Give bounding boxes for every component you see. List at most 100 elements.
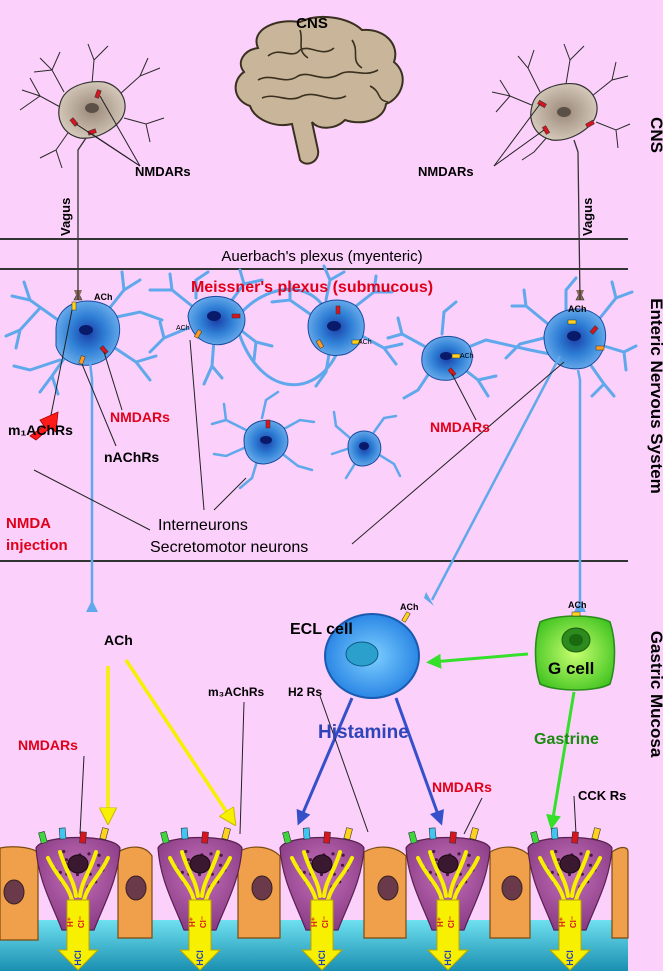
m3achr-receptor <box>343 827 353 841</box>
secretomotor-label: Secretomotor neurons <box>150 539 308 556</box>
epithelial-nucleus <box>3 879 25 905</box>
pointer-h2rs <box>319 695 369 833</box>
cl-minus-label: Cl⁻ <box>77 916 86 928</box>
parietal-nucleus <box>437 854 459 874</box>
nmdar-receptor <box>447 367 457 377</box>
hcl-arrow <box>300 899 344 971</box>
parietal-canaliculi <box>168 850 232 902</box>
parietal-cell-body <box>279 836 365 931</box>
nmdar-receptor <box>201 831 209 844</box>
cns-neuron-left <box>19 43 165 301</box>
ens-ach-left-label: ACh <box>94 292 113 302</box>
auerbach-plexus-label: Auerbach's plexus (myenteric) <box>221 248 422 265</box>
m3achr-receptor <box>221 827 231 841</box>
ens-neuron-center-right <box>386 300 552 400</box>
hcl-arrow <box>56 899 100 971</box>
achr-receptor <box>401 611 411 623</box>
cns-neuron-right <box>491 43 631 301</box>
nmda-injection-arrow <box>29 411 59 441</box>
parietal-cell: H⁺Cl⁻HCl <box>157 827 243 971</box>
parietal-nucleus <box>311 854 333 874</box>
pointer-interneurons-a <box>189 339 205 511</box>
mucosa-ach-label: ACh <box>104 632 133 648</box>
nmda-injection-label-line2: injection <box>6 537 68 554</box>
nmdar-receptor <box>99 345 109 355</box>
nachr-receptor <box>315 339 325 349</box>
ens-neuron-lower-left <box>210 390 316 490</box>
hcl-label: HCl <box>317 950 327 966</box>
cckr-receptor <box>530 831 540 844</box>
cckr-receptor <box>160 831 170 844</box>
h-plus-label: H⁺ <box>436 917 445 927</box>
mucosa-nmdars-left-label: NMDARs <box>18 737 78 753</box>
ens-ach-small-1: ACh <box>176 325 190 332</box>
nmdar-receptor <box>231 313 241 319</box>
parietal-cell: H⁺Cl⁻HCl <box>279 827 365 971</box>
ach-arrow-diagonal <box>124 659 232 820</box>
ach-terminal-right <box>574 600 586 612</box>
h2r-receptor <box>302 827 311 840</box>
g-ach-label: ACh <box>568 600 587 610</box>
nachr-receptor <box>78 355 86 365</box>
achr-receptor <box>451 353 461 359</box>
nmdar-receptor <box>449 831 457 844</box>
nmdar-receptor <box>265 419 271 429</box>
achr-receptor <box>571 611 581 617</box>
vagus-right-label: Vagus <box>580 198 595 236</box>
epithelial-nucleus <box>377 875 399 901</box>
nmdar-receptor <box>585 119 595 129</box>
h2r-receptor <box>58 827 67 840</box>
mucosa-nmdars-mid-label: NMDARs <box>432 779 492 795</box>
parietal-cell: H⁺Cl⁻ HCl <box>35 827 121 971</box>
brain-label: CNS <box>296 15 328 32</box>
parietal-cell: H⁺Cl⁻HCl <box>405 827 491 971</box>
parietal-cell: H⁺Cl⁻HCl <box>527 827 613 971</box>
nmda-injection-label-line1: NMDA <box>6 515 51 532</box>
nmdar-receptor <box>79 831 87 844</box>
g-cell <box>534 611 616 691</box>
nmdar-receptor <box>571 831 579 844</box>
ecl-cell <box>324 611 420 699</box>
pointer-interneurons-b <box>213 477 247 511</box>
h-plus-label: H⁺ <box>188 917 197 927</box>
h2r-receptor <box>550 827 559 840</box>
cckr-receptor <box>38 831 48 844</box>
parietal-nucleus <box>189 854 211 874</box>
hcl-label: HCl <box>443 950 453 966</box>
nachrs-label: nAChRs <box>104 449 159 465</box>
hcl-label: HCl <box>565 950 575 966</box>
cckr-receptor <box>408 831 418 844</box>
hcl-label: HCl <box>73 950 83 966</box>
pointer-nmdars-mucosa-left <box>79 755 85 835</box>
pointer-nmdars-ens-right <box>451 373 477 421</box>
meissner-plexus-label: Meissner's plexus (submucous) <box>191 279 433 296</box>
histamine-arrow-right <box>394 697 445 826</box>
hcl-label: HCl <box>195 950 205 966</box>
gastrine-arrow-to-parietal <box>546 691 576 830</box>
parietal-cell-body <box>405 836 491 931</box>
parietal-canaliculi <box>538 850 602 902</box>
gastrine-label: Gastrine <box>534 731 599 748</box>
h-plus-label: H⁺ <box>310 917 319 927</box>
ens-neuron-lower-right <box>330 410 402 480</box>
h2r-receptor <box>428 827 437 840</box>
h-plus-label: H⁺ <box>66 917 75 927</box>
ens-nmdars-left-label: NMDARs <box>110 409 170 425</box>
section-label-cns: CNS <box>647 117 663 153</box>
nachr-receptor <box>595 345 605 351</box>
hcl-arrow <box>426 899 470 971</box>
nmdar-receptor <box>541 125 551 135</box>
parietal-canaliculi <box>46 850 110 902</box>
vagus-left-label: Vagus <box>58 198 73 236</box>
interneurons-label: Interneurons <box>158 517 248 534</box>
nmdar-receptor <box>335 305 341 315</box>
histamine-arrow-left <box>296 697 354 826</box>
h2rs-label: H2 Rs <box>288 685 322 699</box>
g-cell-label: G cell <box>548 659 594 678</box>
m3achr-receptor <box>469 827 479 841</box>
ens-ach-small-2: ACh <box>358 339 372 346</box>
parietal-canaliculi <box>416 850 480 902</box>
cckr-receptor <box>282 831 292 844</box>
ens-nmdars-right-label: NMDARs <box>430 419 490 435</box>
